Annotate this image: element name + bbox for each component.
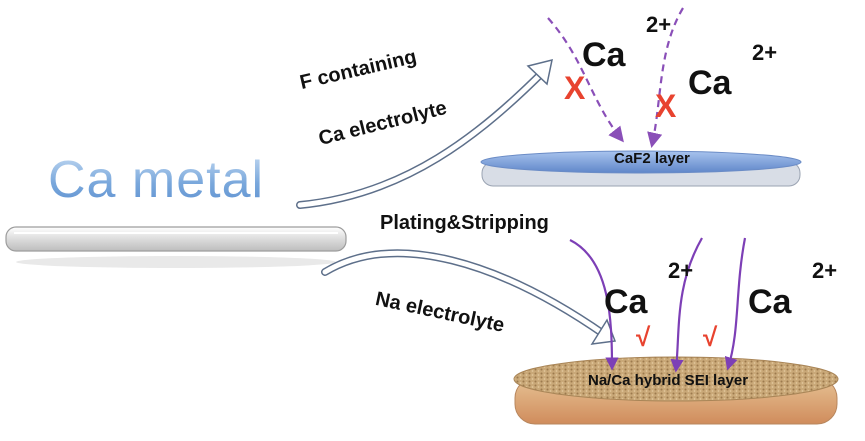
- sei-layer-disc: [513, 356, 839, 425]
- passing-ion-arrow-2: [670, 237, 703, 373]
- process-label: Plating&Stripping: [380, 212, 549, 234]
- ca-metal-electrode: [5, 226, 347, 268]
- lower-ion-1-charge: 2+: [668, 258, 694, 283]
- lower-ion-2-charge: 2+: [812, 258, 838, 283]
- blocked-ion-arrow-2: [647, 7, 684, 149]
- blocked-ion-arrow-1: [547, 17, 624, 143]
- blocked-mark-1: X: [564, 70, 586, 106]
- upper-ion-2-base: Ca: [688, 64, 732, 102]
- caf2-layer-label: CaF2 layer: [614, 150, 690, 167]
- ca-metal-label: Ca metal: [48, 151, 265, 209]
- passing-ion-arrow-1: [569, 239, 619, 371]
- pass-mark-1: √: [636, 322, 651, 352]
- lower-ion-1-base: Ca: [604, 283, 648, 321]
- upper-arrow-head: [526, 58, 553, 86]
- sei-layer-label: Na/Ca hybrid SEI layer: [588, 372, 749, 389]
- upper-ion-1-base: Ca: [582, 36, 626, 74]
- upper-ion-2-charge: 2+: [752, 40, 778, 65]
- blocked-mark-2: X: [655, 88, 677, 124]
- lower-ion-2-base: Ca: [748, 283, 792, 321]
- upper-ion-1-charge: 2+: [646, 12, 672, 37]
- caf2-layer-disc: [480, 150, 802, 187]
- pass-mark-2: √: [703, 322, 718, 352]
- passing-ion-arrow-3: [724, 237, 747, 371]
